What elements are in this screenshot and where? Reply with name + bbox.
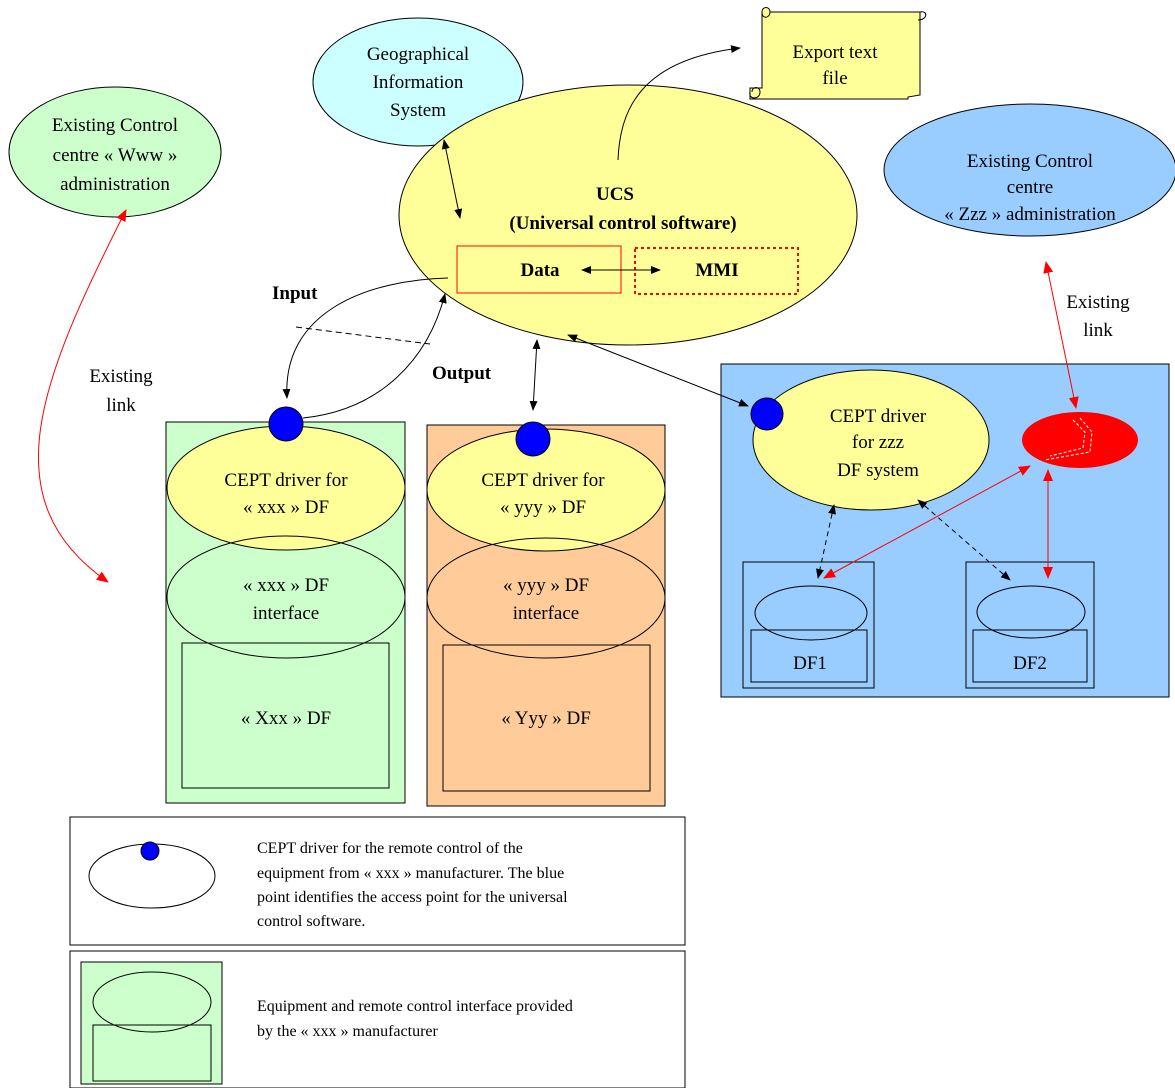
legend-driver: CEPT driver for the remote control of th…: [69, 816, 686, 946]
xxx-driver-line-2: « xxx » DF: [243, 497, 329, 518]
legend-equipment: Equipment and remote control interface p…: [69, 950, 686, 1088]
red-connectors: [37, 209, 1079, 583]
existing-link-right-1: Existing: [1066, 292, 1130, 313]
existing-link-left-arrow: [37, 209, 127, 583]
legend-equipment-line-1: Equipment and remote control interface p…: [257, 998, 573, 1015]
input-arrow: [282, 277, 449, 399]
gis-ucs-arrow: [441, 139, 463, 219]
xxx-driver-line-1: CEPT driver for: [224, 470, 348, 491]
yyy-df-label: « Yyy » DF: [501, 708, 591, 729]
zzz-remote-node: [1022, 412, 1138, 468]
output-label: Output: [432, 363, 492, 384]
control-centre-zzz: Existing Control centre « Zzz » administ…: [883, 103, 1175, 237]
xxx-df-label: « Xxx » DF: [241, 708, 331, 729]
yyy-df-box: [442, 644, 651, 792]
control-zzz-line-2: centre: [1007, 177, 1053, 198]
existing-link-right-arrow: [1043, 261, 1079, 409]
existing-link-left-1: Existing: [89, 366, 153, 387]
legend-driver-line-2: equipment from « xxx » manufacturer. The…: [257, 865, 564, 882]
yyy-driver-line-1: CEPT driver for: [481, 470, 605, 491]
existing-link-right-2: link: [1083, 320, 1113, 341]
legend-equipment-box: [80, 961, 223, 1085]
control-www-line-2: centre « Www »: [53, 145, 178, 166]
yyy-driver-line-2: « yyy » DF: [500, 497, 586, 518]
xxx-df-box: [181, 642, 390, 789]
mmi-label: MMI: [695, 260, 738, 281]
legend-driver-line-1: CEPT driver for the remote control of th…: [257, 840, 523, 857]
input-label: Input: [272, 283, 318, 304]
legend-driver-line-3: point identifies the access point for th…: [257, 889, 568, 906]
legend-equipment-line-2: by the « xxx » manufacturer: [257, 1023, 439, 1040]
zzz-driver-line-1: CEPT driver: [830, 406, 927, 427]
control-zzz-line-1: Existing Control: [967, 151, 1093, 172]
mmi-box: [634, 247, 799, 295]
data-label: Data: [520, 260, 560, 281]
gis-line-1: Geographical: [367, 44, 469, 65]
zzz-access-point: [750, 397, 784, 431]
control-www-line-3: administration: [60, 174, 170, 195]
ucs-to-export-arrow: [617, 45, 741, 161]
yyy-interface: [426, 537, 666, 659]
gis-node: Geographical Information System: [312, 17, 524, 147]
gis-line-2: Information: [373, 72, 464, 93]
df1-unit: DF1: [742, 561, 875, 689]
yyy-system-column: CEPT driver for « yyy » DF « yyy » DF in…: [426, 421, 666, 807]
legend-driver-line-4: control software.: [257, 913, 365, 930]
yyy-access-point: [515, 421, 551, 457]
xxx-interface-line-2: interface: [253, 603, 319, 624]
df1-label: DF1: [793, 653, 827, 674]
export-line-2: file: [822, 68, 847, 89]
output-arrow: [302, 293, 447, 419]
control-centre-www: Existing Control centre « Www » administ…: [8, 86, 222, 218]
zzz-driver-line-3: DF system: [837, 460, 919, 481]
remote-df1-arrow: [823, 465, 1031, 579]
ucs-subtitle: (Universal control software): [509, 213, 736, 234]
control-zzz-line-3: « Zzz » administration: [944, 204, 1116, 225]
yyy-interface-line-1: « yyy » DF: [503, 575, 589, 596]
existing-link-left-2: link: [106, 395, 136, 416]
df2-label: DF2: [1013, 653, 1047, 674]
ucs-zzz-arrow: [567, 334, 749, 407]
xxx-interface: [166, 535, 406, 659]
yyy-interface-line-2: interface: [513, 603, 579, 624]
ucs-yyy-arrow: [529, 339, 541, 411]
zzz-driver-line-2: for zzz: [852, 432, 904, 453]
export-file-scroll: Export text file: [749, 7, 927, 100]
xxx-interface-line-1: « xxx » DF: [243, 575, 329, 596]
legend-access-point: [140, 841, 160, 861]
xxx-access-point: [268, 406, 304, 442]
input-output-separator: [295, 326, 431, 345]
gis-line-3: System: [390, 100, 446, 121]
xxx-system-column: CEPT driver for « xxx » DF « xxx » DF in…: [165, 406, 406, 804]
control-www-line-1: Existing Control: [52, 115, 178, 136]
ucs-title: UCS: [596, 184, 634, 205]
zzz-system-box: CEPT driver for zzz DF system DF1 DF2: [720, 363, 1170, 698]
export-line-1: Export text: [793, 42, 879, 63]
ucs-node: UCS (Universal control software) Data MM…: [398, 84, 858, 346]
